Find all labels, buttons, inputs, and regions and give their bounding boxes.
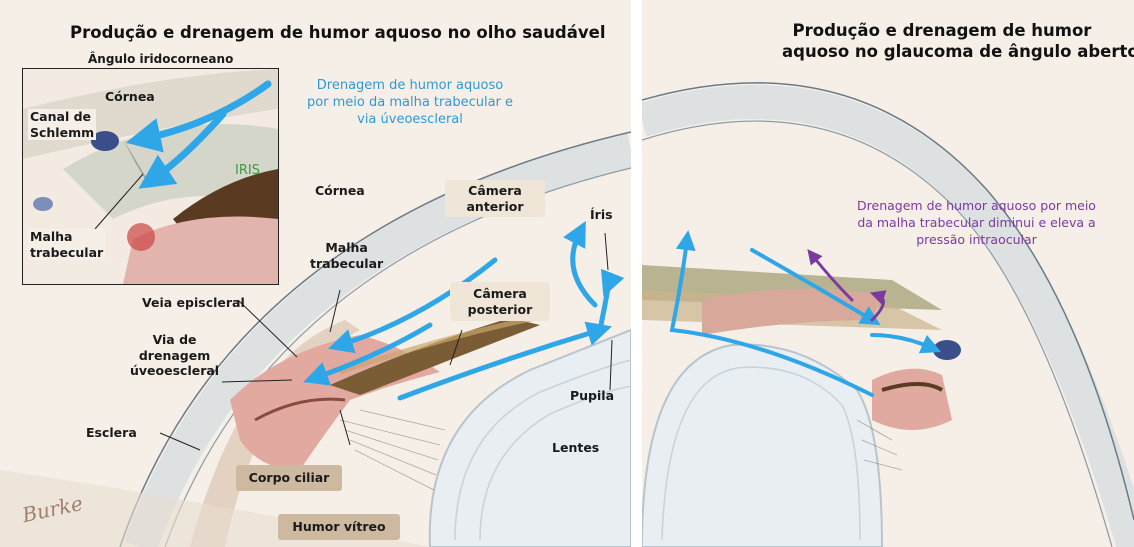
label-line: trabecular: [30, 245, 103, 261]
label-iris: Íris: [590, 207, 613, 223]
title-line: Produção e drenagem de humor: [782, 20, 1102, 41]
label-line: anterior: [445, 199, 545, 215]
label-cornea: Córnea: [315, 183, 365, 199]
lens-shape: [642, 345, 882, 547]
blue-note-line: Drenagem de humor aquoso: [285, 78, 535, 95]
label-episcleral-vein: Veia episcleral: [142, 295, 245, 311]
label-line: Canal de: [30, 109, 94, 125]
zonule-fibers: [340, 410, 445, 490]
left-title: Produção e drenagem de humor aquoso no o…: [70, 22, 606, 43]
label-line: posterior: [450, 302, 550, 318]
label-line: úveoescleral: [130, 363, 219, 379]
label-line: Malha: [30, 229, 103, 245]
label-line: Câmera: [450, 286, 550, 302]
inset-label-iris: IRIS: [235, 163, 260, 179]
left-panel-healthy-eye: Produção e drenagem de humor aquoso no o…: [0, 0, 631, 547]
label-pupil: Pupila: [570, 388, 614, 404]
purple-note-line: pressão intraocular: [834, 232, 1119, 249]
label-lens: Lentes: [552, 440, 599, 456]
label-line: Câmera: [445, 183, 545, 199]
label-ciliary-body: Corpo ciliar: [236, 465, 342, 491]
purple-pressure-note: Drenagem de humor aquoso por meio da mal…: [834, 198, 1119, 249]
label-anterior-chamber: Câmera anterior: [445, 180, 545, 217]
label-sclera: Esclera: [86, 425, 137, 441]
label-uveoscleral-pathway: Via de drenagem úveoescleral: [130, 332, 219, 379]
inset-label-cornea: Córnea: [105, 89, 155, 105]
right-title: Produção e drenagem de humor aquoso no g…: [782, 20, 1102, 63]
label-line: trabecular: [310, 256, 383, 272]
blue-note-line: via úveoescleral: [285, 112, 535, 129]
label-line: drenagem: [130, 348, 219, 364]
label-line: Schlemm: [30, 125, 94, 141]
iridocorneal-angle-inset: Córnea Canal de Schlemm IRIS Malha trabe…: [22, 68, 279, 285]
ciliary-body-shape: [872, 369, 952, 430]
label-trabecular-meshwork: Malha trabecular: [310, 240, 383, 271]
title-line: aquoso no glaucoma de ângulo aberto: [782, 41, 1102, 62]
inset-label-trabecular-meshwork: Malha trabecular: [28, 229, 105, 260]
purple-note-line: Drenagem de humor aquoso por meio: [834, 198, 1119, 215]
blue-drainage-note: Drenagem de humor aquoso por meio da mal…: [285, 78, 535, 129]
panel-divider: [631, 0, 642, 547]
left-subtitle: Ângulo iridocorneano: [88, 52, 233, 67]
glaucoma-eye-illustration: [642, 0, 1134, 547]
label-line: Malha: [310, 240, 383, 256]
label-line: Via de: [130, 332, 219, 348]
right-panel-open-angle-glaucoma: Produção e drenagem de humor aquoso no g…: [642, 0, 1134, 547]
blue-note-line: por meio da malha trabecular e: [285, 95, 535, 112]
label-vitreous-humor: Humor vítreo: [278, 514, 400, 540]
purple-note-line: da malha trabecular diminui e eleva a: [834, 215, 1119, 232]
schlemm-canal: [933, 340, 961, 360]
inset-label-schlemm-canal: Canal de Schlemm: [28, 109, 96, 140]
label-posterior-chamber: Câmera posterior: [450, 282, 550, 321]
lens-shape: [430, 330, 631, 547]
